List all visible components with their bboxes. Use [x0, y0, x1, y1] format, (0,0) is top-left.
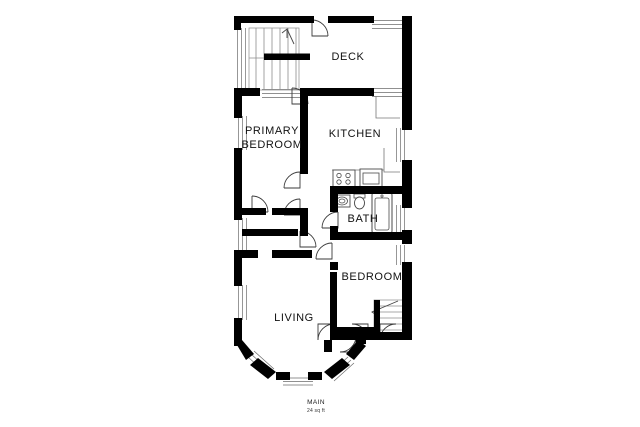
toilet-fixture: [353, 193, 366, 210]
room-label-bedroom: BEDROOM: [341, 271, 402, 283]
room-label-primary-bedroom-line1: PRIMARY: [245, 125, 299, 137]
caption-area: 24 sq ft: [307, 408, 325, 414]
room-labels-group: DECK PRIMARY BEDROOM KITCHEN BATH BEDROO…: [241, 51, 402, 324]
window-glazing-group: [237, 20, 405, 320]
stove-fixture: [332, 169, 356, 188]
room-label-kitchen: KITCHEN: [329, 128, 381, 140]
floor-caption: MAIN 24 sq ft: [307, 399, 325, 414]
room-label-deck: DECK: [332, 51, 365, 63]
room-label-bath: BATH: [348, 213, 379, 225]
room-label-living: LIVING: [274, 312, 314, 324]
sink-fixture: [359, 168, 383, 188]
staircase-upper: [248, 27, 310, 91]
walls-group: [234, 16, 412, 380]
room-label-primary-bedroom-line2: BEDROOM: [241, 139, 302, 151]
caption-floor-name: MAIN: [307, 399, 325, 406]
